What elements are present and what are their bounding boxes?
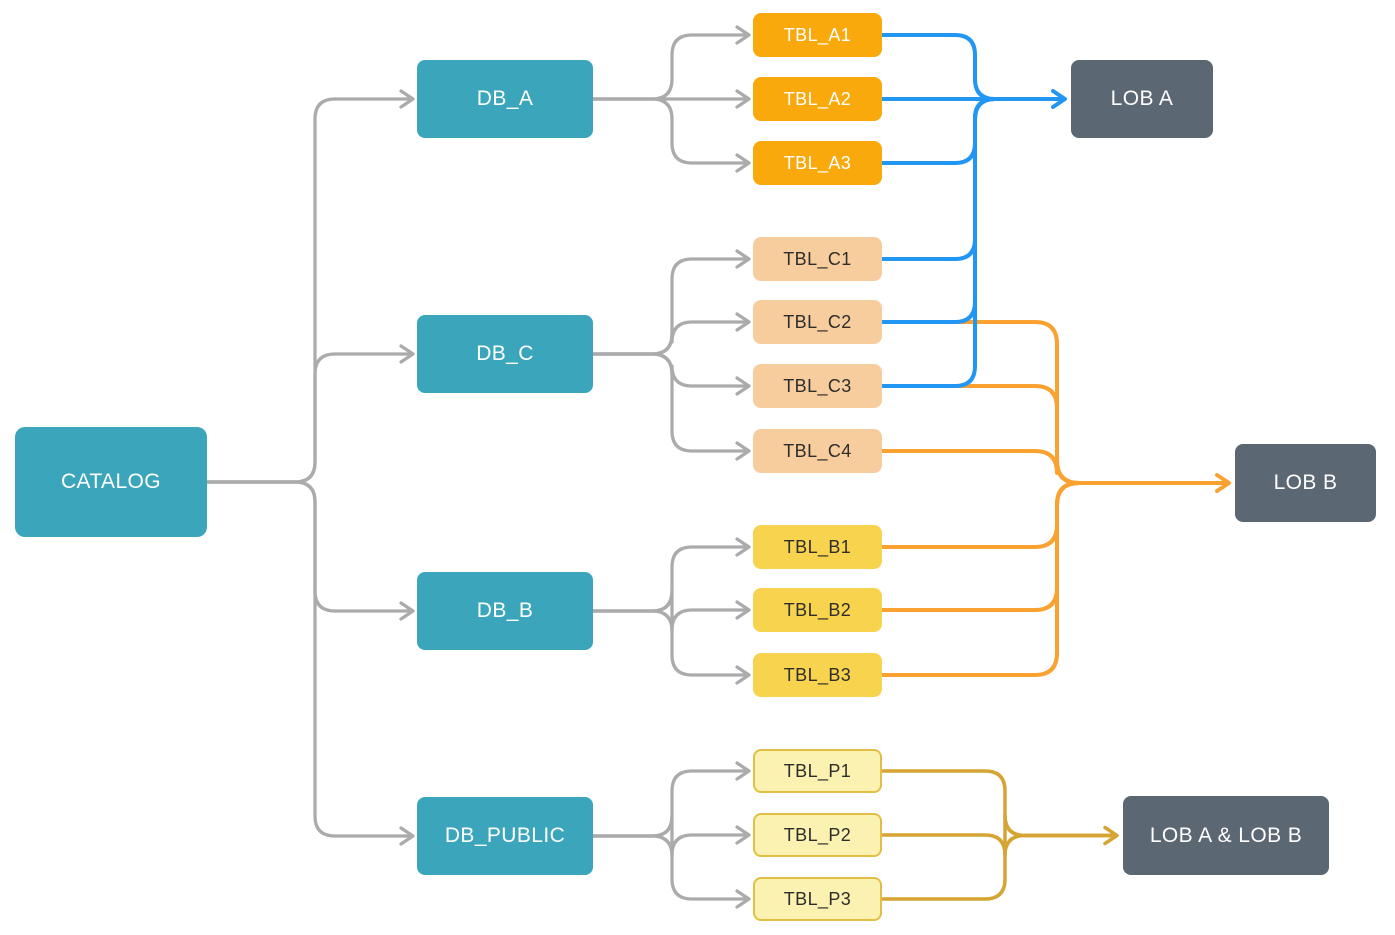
lineage-tbl_p1-lob_ab: [880, 769, 1117, 838]
lineage-tbl_p2-lob_ab: [880, 813, 1117, 857]
edge-catalog-db_a: [205, 97, 413, 484]
node-tbl-c3: TBL_C3: [753, 364, 882, 408]
node-tbl-c1: TBL_C1: [753, 237, 882, 281]
lineage-tbl_c1-lob_a: [880, 97, 1065, 261]
node-lob-b: LOB B: [1235, 444, 1376, 522]
arrowhead-tbl_b2: [735, 600, 751, 620]
node-db-public: DB_PUBLIC: [417, 797, 593, 875]
node-tbl-b1: TBL_B1: [753, 525, 882, 569]
arrowhead-tbl_p2: [735, 825, 751, 845]
node-tbl-a1: TBL_A1: [753, 13, 882, 57]
lineage-tbl_c3-lob_b: [880, 384, 1229, 485]
lineage-tbl_b3-lob_b: [880, 481, 1229, 677]
arrowhead-tbl_b1: [735, 537, 751, 557]
lineage-tbl_p3-lob_ab: [880, 833, 1117, 901]
node-tbl-b3: TBL_B3: [753, 653, 882, 697]
lineage-tbl_c2-lob_a: [880, 97, 1065, 324]
arrowhead-tbl_c3: [735, 376, 751, 396]
node-tbl-c2: TBL_C2: [753, 300, 882, 344]
edge-db_c-tbl_c4: [591, 352, 749, 453]
arrowhead-lob_b: [1215, 473, 1231, 493]
arrowhead-tbl_p3: [735, 889, 751, 909]
node-db-a: DB_A: [417, 60, 593, 138]
arrowhead-lob_ab: [1103, 825, 1119, 846]
arrowhead-tbl_a2: [735, 89, 751, 109]
arrowhead-lob_a: [1051, 89, 1067, 109]
lineage-tbl_a1-lob_a: [880, 33, 1065, 101]
node-db-b: DB_B: [417, 572, 593, 650]
edge-db_public-tbl_p2: [591, 814, 749, 857]
node-lob-a: LOB A: [1071, 60, 1213, 138]
edge-db_b-tbl_b2: [591, 589, 749, 632]
node-tbl-p1: TBL_P1: [753, 749, 882, 793]
lineage-tbl_a3-lob_a: [880, 97, 1065, 165]
node-tbl-a3: TBL_A3: [753, 141, 882, 185]
node-tbl-b2: TBL_B2: [753, 588, 882, 632]
edge-db_public-tbl_p3: [591, 834, 749, 901]
lineage-tbl_c3-lob_a: [880, 97, 1065, 388]
node-tbl-p3: TBL_P3: [753, 877, 882, 921]
lineage-tbl_b1-lob_b: [880, 481, 1229, 549]
edge-catalog-db_public: [205, 480, 413, 838]
arrowhead-db_public: [399, 826, 415, 846]
lineage-tbl_c4-lob_b: [880, 449, 1229, 485]
edge-db_a-tbl_a3: [591, 97, 749, 165]
edge-db_c-tbl_c2: [591, 320, 749, 356]
node-db-c: DB_C: [417, 315, 593, 393]
arrowhead-tbl_a1: [735, 25, 751, 45]
node-tbl-p2: TBL_P2: [753, 813, 882, 857]
arrowhead-db_a: [399, 89, 415, 109]
arrowhead-tbl_a3: [735, 153, 751, 173]
arrowhead-tbl_c1: [735, 249, 751, 269]
node-catalog: CATALOG: [15, 427, 207, 537]
edge-db_b-tbl_b3: [591, 609, 749, 677]
edge-db_c-tbl_c3: [591, 352, 749, 388]
arrowhead-db_c: [399, 344, 415, 364]
arrowhead-db_b: [399, 601, 415, 621]
node-tbl-c4: TBL_C4: [753, 429, 882, 473]
edge-db_a-tbl_a1: [591, 33, 749, 101]
node-lob-a-and-lob-b: LOB A & LOB B: [1123, 796, 1329, 875]
edge-catalog-db_b: [205, 480, 413, 613]
node-tbl-a2: TBL_A2: [753, 77, 882, 121]
edge-catalog-db_c: [205, 352, 413, 484]
arrowhead-tbl_c4: [735, 441, 751, 461]
arrowhead-tbl_b3: [735, 665, 751, 685]
arrowhead-tbl_c2: [735, 312, 751, 332]
arrowhead-tbl_p1: [735, 761, 751, 781]
